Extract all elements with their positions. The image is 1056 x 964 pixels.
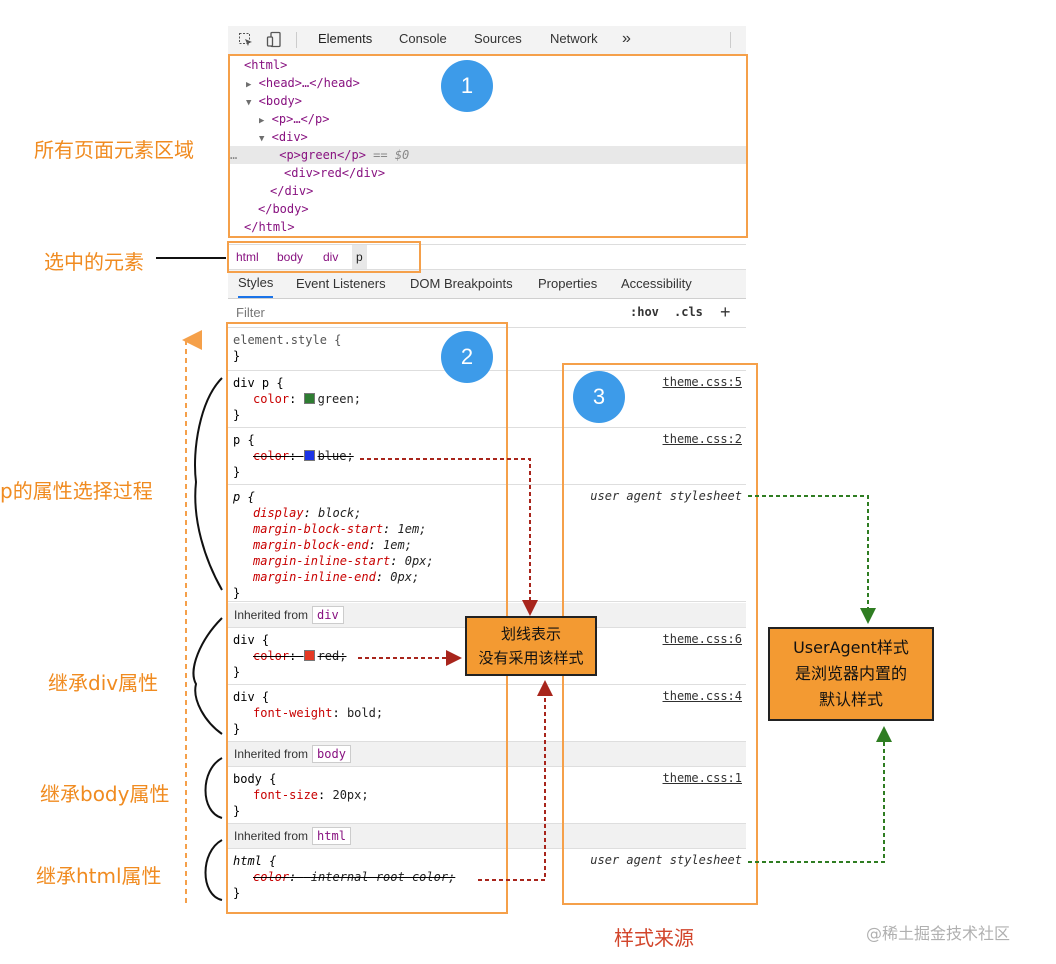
- device-toggle-icon[interactable]: [266, 31, 284, 54]
- source-link[interactable]: theme.css:4: [662, 689, 742, 703]
- ua-arrow-top: [748, 495, 876, 624]
- tab-properties[interactable]: Properties: [538, 276, 598, 291]
- dom-node-body[interactable]: ▼ <body>: [246, 94, 303, 108]
- user-agent-source: user agent stylesheet: [590, 853, 742, 867]
- filter-input[interactable]: Filter: [236, 305, 265, 320]
- dom-node-p-collapsed[interactable]: ▶ <p>…</p>: [259, 112, 330, 126]
- inherited-node-link[interactable]: html: [312, 827, 351, 845]
- more-tabs-button[interactable]: »: [622, 30, 631, 47]
- user-agent-source: user agent stylesheet: [590, 489, 742, 503]
- ua-arrow-bottom: [748, 726, 892, 863]
- dom-node-body-close: </body>: [258, 202, 309, 216]
- dom-node-html[interactable]: <html>: [244, 58, 288, 72]
- color-swatch[interactable]: [303, 450, 315, 461]
- badge-2: 2: [441, 331, 493, 383]
- tab-accessibility[interactable]: Accessibility: [621, 276, 692, 291]
- dom-node-div[interactable]: ▼ <div>: [259, 130, 308, 144]
- toolbar-divider: [296, 32, 297, 48]
- breadcrumb-highlight: [227, 241, 421, 273]
- rule-body[interactable]: body { font-size: 20px; } theme.css:1: [228, 767, 746, 824]
- rule-html-user-agent[interactable]: html { color: -internal-root-color; } us…: [228, 849, 746, 905]
- rule-p-blue[interactable]: p { color: blue; } theme.css:2: [228, 428, 746, 485]
- collapse-triangle-icon[interactable]: ▼: [246, 98, 252, 108]
- badge-3: 3: [573, 371, 625, 423]
- dom-area-highlight: [228, 54, 748, 238]
- breadcrumb-html[interactable]: html: [236, 250, 259, 264]
- watermark: @稀土掘金技术社区: [866, 924, 1011, 943]
- tab-dom-breakpoints[interactable]: DOM Breakpoints: [410, 276, 513, 291]
- label-p-process: p的属性选择过程: [0, 479, 153, 503]
- expand-triangle-icon[interactable]: ▶: [246, 80, 252, 90]
- devtools-toolbar: Elements Console Sources Network »: [228, 26, 746, 56]
- breadcrumb-p[interactable]: p: [352, 245, 367, 269]
- brace-inherit-html: [204, 839, 223, 901]
- inherited-node-link[interactable]: body: [312, 745, 351, 763]
- dom-node-html-close: </html>: [244, 220, 295, 234]
- dom-node-selected-p[interactable]: …<p>green</p> == $0: [228, 146, 746, 164]
- label-inherit-div: 继承div属性: [48, 671, 159, 695]
- tab-sources[interactable]: Sources: [474, 31, 522, 46]
- tab-network[interactable]: Network: [550, 31, 598, 46]
- source-link[interactable]: theme.css:1: [662, 771, 742, 785]
- toolbar-divider-right: [730, 32, 731, 48]
- strike-arrow-html: [478, 680, 553, 881]
- brace-inherit-div: [192, 617, 223, 735]
- note-user-agent: UserAgent样式 是浏览器内置的 默认样式: [768, 627, 934, 721]
- badge-1: 1: [441, 60, 493, 112]
- breadcrumb-div[interactable]: div: [323, 250, 339, 264]
- tab-event-listeners[interactable]: Event Listeners: [296, 276, 386, 291]
- cls-button[interactable]: .cls: [674, 305, 703, 319]
- expand-triangle-icon[interactable]: ▶: [259, 116, 265, 126]
- tab-styles[interactable]: Styles: [238, 270, 274, 298]
- rule-p-user-agent[interactable]: p { display: block; margin-block-start: …: [228, 485, 746, 602]
- brace-inherit-body: [204, 757, 223, 819]
- label-selected-element: 选中的元素: [44, 250, 144, 274]
- breadcrumb-body[interactable]: body: [277, 250, 304, 264]
- note-strikethrough: 划线表示 没有采用该样式: [465, 616, 597, 676]
- source-link[interactable]: theme.css:6: [662, 632, 742, 646]
- dom-node-div-close: </div>: [270, 184, 314, 198]
- breadcrumb: html body div p: [228, 244, 746, 270]
- color-swatch[interactable]: [303, 393, 315, 404]
- new-style-rule-button[interactable]: +: [720, 302, 731, 322]
- styles-subtabs: Styles Event Listeners DOM Breakpoints P…: [228, 270, 746, 299]
- label-all-elements: 所有页面元素区域: [34, 138, 194, 162]
- dom-node-head[interactable]: ▶ <head>…</head>: [246, 76, 360, 90]
- strike-arrow-blue: [360, 458, 538, 616]
- hov-button[interactable]: :hov: [630, 305, 659, 319]
- collapse-triangle-icon[interactable]: ▼: [259, 134, 265, 144]
- inspect-element-icon[interactable]: [238, 32, 254, 53]
- source-link[interactable]: theme.css:2: [662, 432, 742, 446]
- rule-div-bold[interactable]: div { font-weight: bold; } theme.css:4: [228, 685, 746, 742]
- label-inherit-html: 继承html属性: [36, 864, 162, 888]
- dom-node-div-red[interactable]: <div>red</div>: [284, 166, 386, 180]
- rule-div-p[interactable]: div p { color: green; } theme.css:5: [228, 371, 746, 428]
- color-swatch[interactable]: [303, 650, 315, 661]
- label-style-source: 样式来源: [614, 926, 694, 950]
- label-inherit-body: 继承body属性: [40, 782, 170, 806]
- tab-console[interactable]: Console: [399, 31, 447, 46]
- source-link[interactable]: theme.css:5: [662, 375, 742, 389]
- brace-p-process: [194, 377, 223, 591]
- node-actions-ellipsis[interactable]: …: [230, 148, 238, 162]
- inherited-node-link[interactable]: div: [312, 606, 344, 624]
